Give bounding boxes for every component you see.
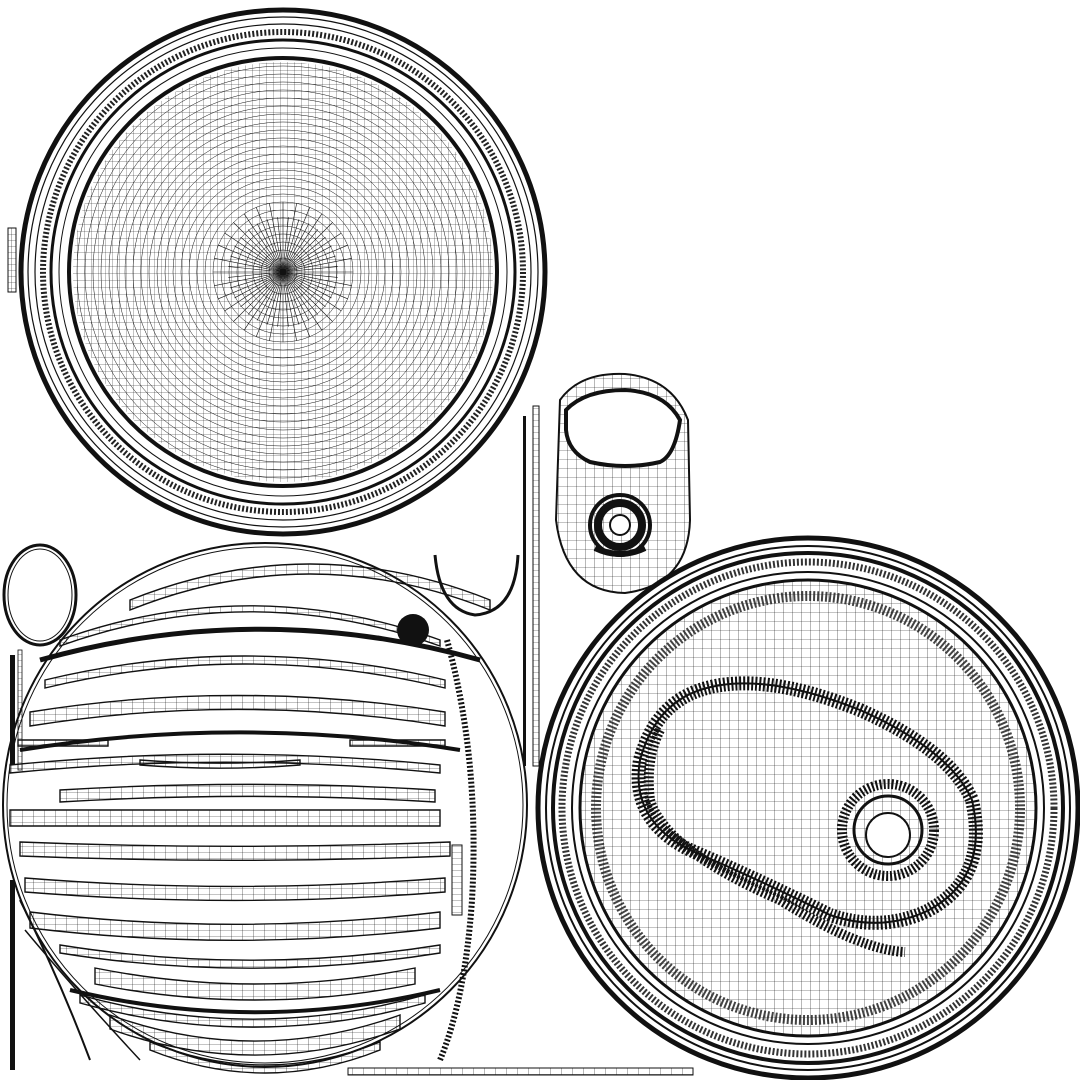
can-body-strips-island xyxy=(2,542,528,1074)
wall-strip-island xyxy=(347,405,694,1076)
can-bottom-island xyxy=(7,7,548,537)
can-lid-island xyxy=(535,535,1080,1080)
pull-tab-island xyxy=(554,372,692,595)
